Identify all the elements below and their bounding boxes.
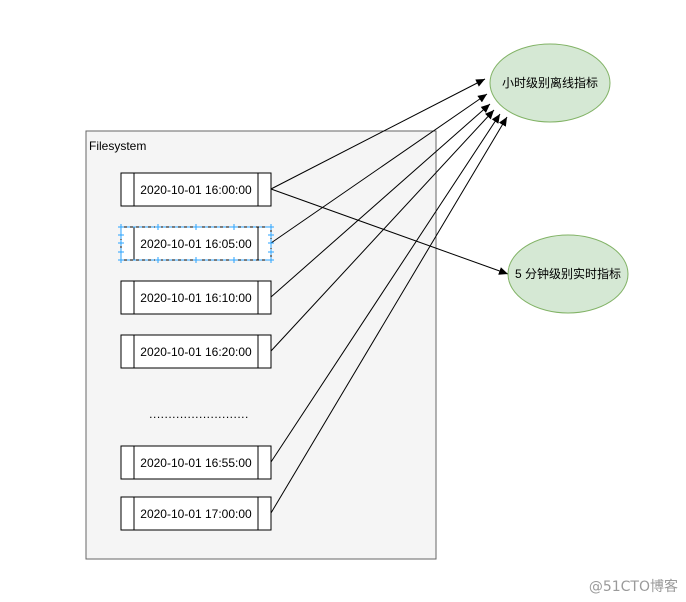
resize-handle[interactable] (193, 224, 199, 230)
file-label: 2020-10-01 16:00:00 (140, 183, 252, 197)
file-label: 2020-10-01 16:55:00 (140, 456, 252, 470)
file-node-1655[interactable]: 2020-10-01 16:55:00 (120, 445, 272, 480)
file-node-1600[interactable]: 2020-10-01 16:00:00 (120, 172, 272, 207)
hourly-metric-label: 小时级别离线指标 (502, 75, 598, 90)
resize-handle[interactable] (118, 249, 124, 255)
file-node-1610[interactable]: 2020-10-01 16:10:00 (120, 280, 272, 315)
edge-1700-to-hourly[interactable] (270, 116, 508, 514)
file-label: 2020-10-01 16:05:00 (140, 237, 252, 251)
resize-handle[interactable] (118, 224, 124, 230)
edge-1610-to-hourly[interactable] (270, 103, 491, 298)
resize-handle[interactable] (268, 257, 274, 263)
file-label: 2020-10-01 17:00:00 (140, 507, 252, 521)
selection-handles[interactable] (118, 224, 274, 263)
resize-handle[interactable] (118, 232, 124, 238)
realtime-metric-node[interactable]: 5 分钟级别实时指标 (507, 234, 629, 314)
resize-handle[interactable] (268, 249, 274, 255)
resize-handle[interactable] (118, 240, 124, 246)
edge-1600-to-realtime[interactable] (270, 188, 509, 275)
edge-1620-to-hourly[interactable] (270, 109, 495, 352)
resize-handle[interactable] (193, 257, 199, 263)
edge-1600-to-hourly[interactable] (270, 78, 486, 190)
resize-handle[interactable] (155, 257, 161, 263)
resize-handle[interactable] (231, 257, 237, 263)
resize-handle[interactable] (268, 232, 274, 238)
resize-handle[interactable] (118, 257, 124, 263)
file-label: 2020-10-01 16:10:00 (140, 291, 252, 305)
file-label: 2020-10-01 16:20:00 (140, 345, 252, 359)
watermark: @51CTO博客 (588, 579, 678, 595)
resize-handle[interactable] (231, 224, 237, 230)
file-node-1700[interactable]: 2020-10-01 17:00:00 (120, 496, 272, 531)
resize-handle[interactable] (155, 224, 161, 230)
edge-1605-to-hourly[interactable] (270, 93, 488, 244)
file-nodes: 2020-10-01 16:00:00 2020-10-01 16:05:00 … (118, 172, 274, 531)
file-node-1620[interactable]: 2020-10-01 16:20:00 (120, 334, 272, 369)
file-node-1605[interactable]: 2020-10-01 16:05:00 (118, 224, 274, 263)
filesystem-label: Filesystem (89, 139, 146, 153)
connectors (270, 78, 509, 514)
edge-1655-to-hourly[interactable] (270, 113, 501, 463)
resize-handle[interactable] (268, 224, 274, 230)
ellipsis-text: .......................... (149, 407, 249, 421)
hourly-offline-metric-node[interactable]: 小时级别离线指标 (489, 43, 611, 123)
resize-handle[interactable] (268, 240, 274, 246)
realtime-metric-label: 5 分钟级别实时指标 (515, 266, 621, 281)
